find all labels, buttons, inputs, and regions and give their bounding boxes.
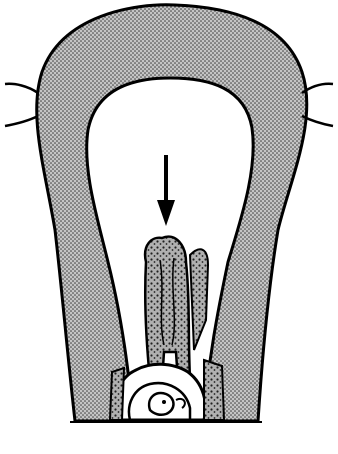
embryo: [149, 393, 173, 415]
fallopian-tube-left: [5, 84, 38, 126]
